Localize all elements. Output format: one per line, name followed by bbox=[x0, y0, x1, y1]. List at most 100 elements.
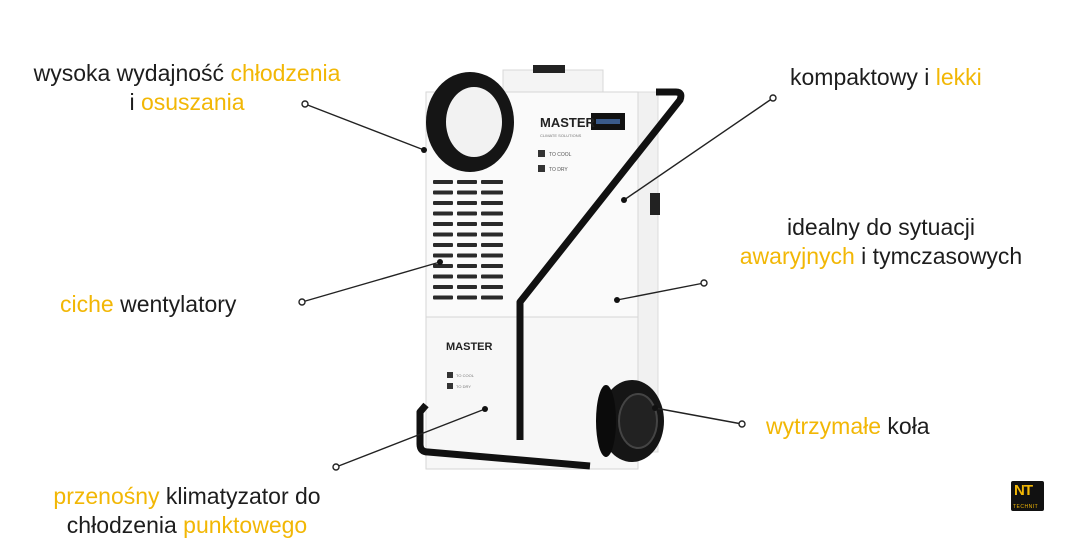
badge-subtitle: TECHNIT bbox=[1013, 504, 1039, 510]
vent-slat bbox=[457, 201, 477, 205]
vent-slat bbox=[457, 190, 477, 195]
vent-slat bbox=[457, 232, 477, 237]
vent-slat bbox=[457, 222, 477, 226]
vent-slat bbox=[481, 285, 503, 289]
callout-text: wysoka wydajność bbox=[33, 60, 231, 86]
callout-highlight: chłodzenia bbox=[230, 60, 341, 86]
cool-mode-label: TO COOL bbox=[549, 152, 572, 158]
wheel-hub bbox=[618, 393, 658, 449]
display-digits bbox=[596, 119, 620, 124]
cool-mode-icon bbox=[538, 150, 545, 157]
vent-slat bbox=[457, 264, 477, 268]
leader-dot-quiet bbox=[298, 298, 306, 306]
callout-text: idealny do sytuacji bbox=[787, 214, 975, 240]
lower-dry-icon bbox=[447, 383, 453, 389]
vent-slat bbox=[433, 264, 453, 268]
callout-text: wentylatory bbox=[113, 291, 237, 317]
anchor-dot-emergency bbox=[614, 297, 620, 303]
callout-wheels: wytrzymałe koła bbox=[766, 412, 930, 441]
callout-emergency: idealny do sytuacji awaryjnych i tymczas… bbox=[710, 213, 1052, 271]
vent-slat bbox=[433, 232, 453, 237]
anchor-dot-wheels bbox=[652, 405, 658, 411]
callout-compact: kompaktowy i lekki bbox=[790, 63, 982, 92]
vent-slat bbox=[433, 211, 453, 216]
vent-slat bbox=[433, 243, 453, 247]
callout-text: i tymczasowych bbox=[854, 243, 1023, 269]
vent-slat bbox=[433, 190, 453, 195]
vent-slat bbox=[481, 222, 503, 226]
vent-slat bbox=[481, 201, 503, 205]
callout-highlight: lekki bbox=[935, 64, 982, 90]
vent-slat bbox=[457, 211, 477, 216]
wheel-tread bbox=[596, 385, 616, 457]
vent-grille bbox=[433, 180, 503, 300]
callout-text: chłodzenia bbox=[66, 512, 184, 538]
leader-line-compact bbox=[623, 97, 774, 201]
callout-text: klimatyzator do bbox=[159, 483, 321, 509]
vent-slat bbox=[457, 274, 477, 279]
leader-line-quiet bbox=[301, 261, 441, 303]
anchor-dot-compact bbox=[621, 197, 627, 203]
vent-slat bbox=[457, 180, 477, 184]
brand-subtitle: CLIMATE SOLUTIONS bbox=[540, 133, 582, 138]
leader-dot-cooling bbox=[301, 100, 309, 108]
badge-mark: NT bbox=[1014, 482, 1033, 499]
leader-dot-wheels bbox=[738, 420, 746, 428]
callout-text: i bbox=[129, 89, 141, 115]
vent-slat bbox=[481, 243, 503, 247]
side-connector bbox=[650, 193, 660, 215]
dry-mode-icon bbox=[538, 165, 545, 172]
callout-highlight: punktowego bbox=[183, 512, 308, 538]
callout-quiet: ciche wentylatory bbox=[60, 290, 236, 319]
vent-slat bbox=[433, 285, 453, 289]
vent-slat bbox=[481, 211, 503, 216]
vent-slat bbox=[433, 274, 453, 279]
callout-highlight: przenośny bbox=[53, 483, 160, 509]
leader-dot-compact bbox=[769, 94, 777, 102]
base-frame bbox=[416, 402, 591, 470]
vent-slat bbox=[433, 180, 453, 184]
top-handle bbox=[533, 65, 565, 73]
vent-slat bbox=[481, 253, 503, 258]
brand-badge: NT TECHNIT bbox=[1011, 481, 1044, 511]
leader-line-emergency bbox=[616, 282, 705, 301]
lower-brand-logo: MASTER bbox=[446, 341, 493, 353]
callout-highlight: wytrzymałe bbox=[766, 413, 882, 439]
callout-text: koła bbox=[881, 413, 930, 439]
vent-slat bbox=[481, 274, 503, 279]
duct-opening bbox=[446, 87, 502, 157]
lower-cool-label: TO COOL bbox=[456, 373, 475, 378]
vent-slat bbox=[481, 190, 503, 195]
callout-highlight: osuszania bbox=[140, 89, 245, 115]
leader-line-portable bbox=[335, 408, 486, 468]
vent-slat bbox=[481, 264, 503, 268]
leader-line-wheels bbox=[654, 407, 743, 425]
callout-highlight: ciche bbox=[60, 291, 114, 317]
callout-text: kompaktowy i bbox=[790, 64, 936, 90]
vent-slat bbox=[481, 232, 503, 237]
leader-line-cooling bbox=[304, 103, 425, 151]
callout-highlight: awaryjnych bbox=[739, 243, 855, 269]
lower-cool-icon bbox=[447, 372, 453, 378]
vent-slat bbox=[457, 243, 477, 247]
vent-slat bbox=[457, 253, 477, 258]
callout-portable: przenośny klimatyzator do chłodzenia pun… bbox=[24, 482, 350, 540]
anchor-dot-quiet bbox=[437, 259, 443, 265]
transport-handle bbox=[516, 88, 685, 440]
vent-slat bbox=[481, 295, 503, 300]
vent-slat bbox=[433, 222, 453, 226]
vent-slat bbox=[433, 295, 453, 300]
vent-slat bbox=[481, 180, 503, 184]
vent-slat bbox=[457, 285, 477, 289]
anchor-dot-cooling bbox=[421, 147, 427, 153]
vent-slat bbox=[433, 201, 453, 205]
anchor-dot-portable bbox=[482, 406, 488, 412]
leader-dot-portable bbox=[332, 463, 340, 471]
lower-dry-label: TO DRY bbox=[456, 384, 471, 389]
vent-slat bbox=[457, 295, 477, 300]
brand-logo: MASTER bbox=[540, 115, 596, 130]
vent-slat bbox=[433, 253, 453, 258]
top-cap bbox=[502, 69, 604, 93]
dry-mode-label: TO DRY bbox=[549, 167, 568, 173]
